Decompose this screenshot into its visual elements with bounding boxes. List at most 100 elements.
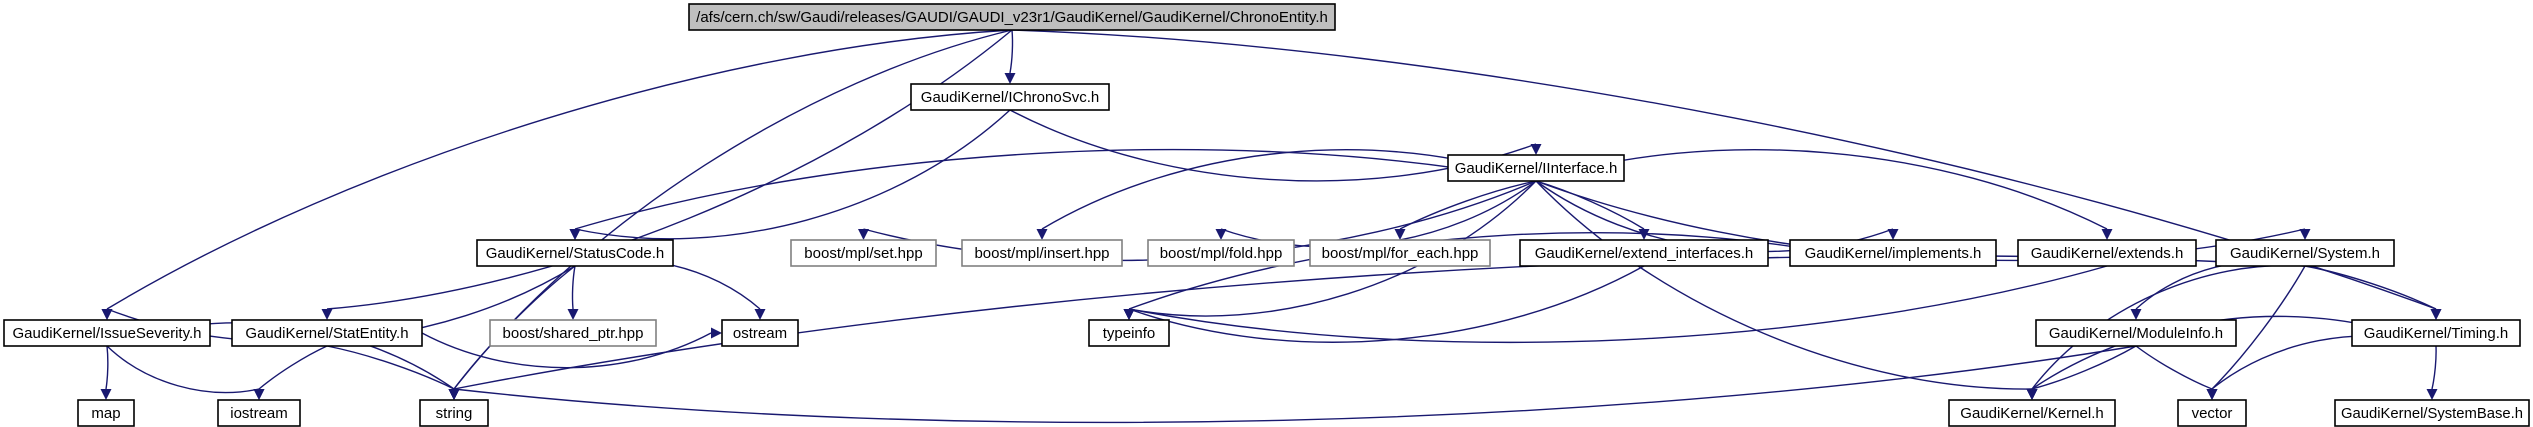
dependency-edge <box>106 345 260 394</box>
node-box[interactable] <box>2334 399 2530 427</box>
node-box[interactable] <box>217 399 301 427</box>
dependency-edge <box>574 148 1537 230</box>
node-box[interactable] <box>721 319 799 347</box>
graph-node-systembase[interactable]: GaudiKernel/SystemBase.h <box>2334 399 2530 427</box>
node-box[interactable] <box>3 319 211 347</box>
dependency-edge <box>326 29 1013 310</box>
graph-node-issueseverity[interactable]: GaudiKernel/IssueSeverity.h <box>3 319 211 347</box>
graph-node-ichronosvc[interactable]: GaudiKernel/IChronoSvc.h <box>910 83 1110 111</box>
graph-node-mplset[interactable]: boost/mpl/set.hpp <box>790 239 937 267</box>
node-box[interactable] <box>2215 239 2395 267</box>
dependency-arrowhead <box>448 389 460 400</box>
graph-node-sharedptr[interactable]: boost/shared_ptr.hpp <box>489 319 657 347</box>
dependency-arrowhead <box>321 309 333 320</box>
node-box[interactable] <box>489 319 657 347</box>
node-box[interactable] <box>2017 239 2197 267</box>
dependency-arrowhead <box>1530 144 1542 155</box>
graph-node-iinterface[interactable]: GaudiKernel/IInterface.h <box>1447 154 1625 182</box>
dependency-edge <box>1128 265 1645 343</box>
graph-node-map[interactable]: map <box>77 399 135 427</box>
graph-node-iostream[interactable]: iostream <box>217 399 301 427</box>
dependency-edge <box>2211 265 2306 390</box>
dependency-edge <box>2304 265 2437 310</box>
dependency-edge <box>1399 180 1537 230</box>
dependency-arrowhead <box>2101 229 2113 240</box>
dependency-edge <box>1128 265 2108 344</box>
graph-node-mplfold[interactable]: boost/mpl/fold.hpp <box>1147 239 1295 267</box>
dependency-arrowhead <box>1887 229 1899 240</box>
dependency-arrowhead <box>569 229 581 240</box>
dependency-arrowhead <box>1123 309 1135 320</box>
node-box[interactable] <box>1309 239 1491 267</box>
dependency-edge <box>421 332 712 369</box>
dependency-edge <box>2431 345 2437 390</box>
dependency-edge <box>1128 232 1894 310</box>
dependency-edge <box>1220 180 1537 248</box>
dependency-edge <box>258 345 328 390</box>
node-box[interactable] <box>419 399 489 427</box>
graph-node-ostream[interactable]: ostream <box>721 319 799 347</box>
dependency-arrowhead <box>2026 389 2038 400</box>
node-box[interactable] <box>961 239 1123 267</box>
dependency-arrowhead <box>711 327 722 339</box>
dependency-arrowhead <box>1215 229 1227 240</box>
node-box[interactable] <box>476 239 674 267</box>
node-box[interactable] <box>1948 399 2116 427</box>
graph-node-vector[interactable]: vector <box>2177 399 2247 427</box>
node-box[interactable] <box>231 319 423 347</box>
graph-node-statuscode[interactable]: GaudiKernel/StatusCode.h <box>476 239 674 267</box>
dependency-edge <box>106 29 1013 310</box>
graph-node-mplforeach[interactable]: boost/mpl/for_each.hpp <box>1309 239 1491 267</box>
graph-node-kernel[interactable]: GaudiKernel/Kernel.h <box>1948 399 2116 427</box>
graph-node-statentity[interactable]: GaudiKernel/StatEntity.h <box>231 319 423 347</box>
dependency-arrowhead <box>253 389 265 400</box>
node-layer: /afs/cern.ch/sw/Gaudi/releases/GAUDI/GAU… <box>3 3 2530 427</box>
graph-node-extends[interactable]: GaudiKernel/extends.h <box>2017 239 2197 267</box>
dependency-arrowhead <box>1004 73 1016 84</box>
dependency-arrowhead <box>1394 229 1406 240</box>
node-box[interactable] <box>1088 319 1170 347</box>
dependency-arrowhead <box>858 229 869 240</box>
node-box[interactable] <box>1789 239 1997 267</box>
dependency-edge <box>453 345 2137 424</box>
graph-node-string[interactable]: string <box>419 399 489 427</box>
graph-node-implements[interactable]: GaudiKernel/implements.h <box>1789 239 1997 267</box>
node-box[interactable] <box>77 399 135 427</box>
dependency-arrowhead <box>567 309 579 320</box>
node-box[interactable] <box>688 3 1336 31</box>
dependency-arrowhead <box>100 389 112 400</box>
edge-layer <box>100 29 2442 424</box>
node-box[interactable] <box>1147 239 1295 267</box>
dependency-edge <box>571 265 576 310</box>
dependency-edge <box>326 345 455 390</box>
dependency-edge <box>2135 345 2213 390</box>
dependency-arrowhead <box>2299 229 2311 240</box>
dependency-arrowhead <box>1638 229 1650 240</box>
dependency-arrowhead <box>754 309 766 320</box>
graph-node-extendifaces[interactable]: GaudiKernel/extend_interfaces.h <box>1519 239 1769 267</box>
dependency-arrowhead <box>101 309 113 320</box>
node-box[interactable] <box>2035 319 2237 347</box>
dependency-edge <box>2135 260 2306 310</box>
node-box[interactable] <box>910 83 1110 111</box>
graph-node-moduleinfo[interactable]: GaudiKernel/ModuleInfo.h <box>2035 319 2237 347</box>
dependency-arrowhead <box>2430 309 2442 320</box>
dependency-arrowhead <box>2426 389 2438 400</box>
dependency-edge <box>574 259 761 310</box>
dependency-arrowhead <box>2206 389 2218 400</box>
node-box[interactable] <box>2177 399 2247 427</box>
node-box[interactable] <box>1519 239 1769 267</box>
dependency-edge <box>105 345 109 390</box>
graph-node-mplinsert[interactable]: boost/mpl/insert.hpp <box>961 239 1123 267</box>
graph-node-timing[interactable]: GaudiKernel/Timing.h <box>2351 319 2521 347</box>
node-box[interactable] <box>2351 319 2521 347</box>
dependency-edge <box>574 109 1011 240</box>
graph-node-system[interactable]: GaudiKernel/System.h <box>2215 239 2395 267</box>
graph-node-root[interactable]: /afs/cern.ch/sw/Gaudi/releases/GAUDI/GAU… <box>688 3 1336 31</box>
node-box[interactable] <box>790 239 937 267</box>
graph-node-typeinfo[interactable]: typeinfo <box>1088 319 1170 347</box>
node-box[interactable] <box>1447 154 1625 182</box>
dependency-arrowhead <box>1036 229 1048 240</box>
dependency-edge <box>1009 29 1014 74</box>
